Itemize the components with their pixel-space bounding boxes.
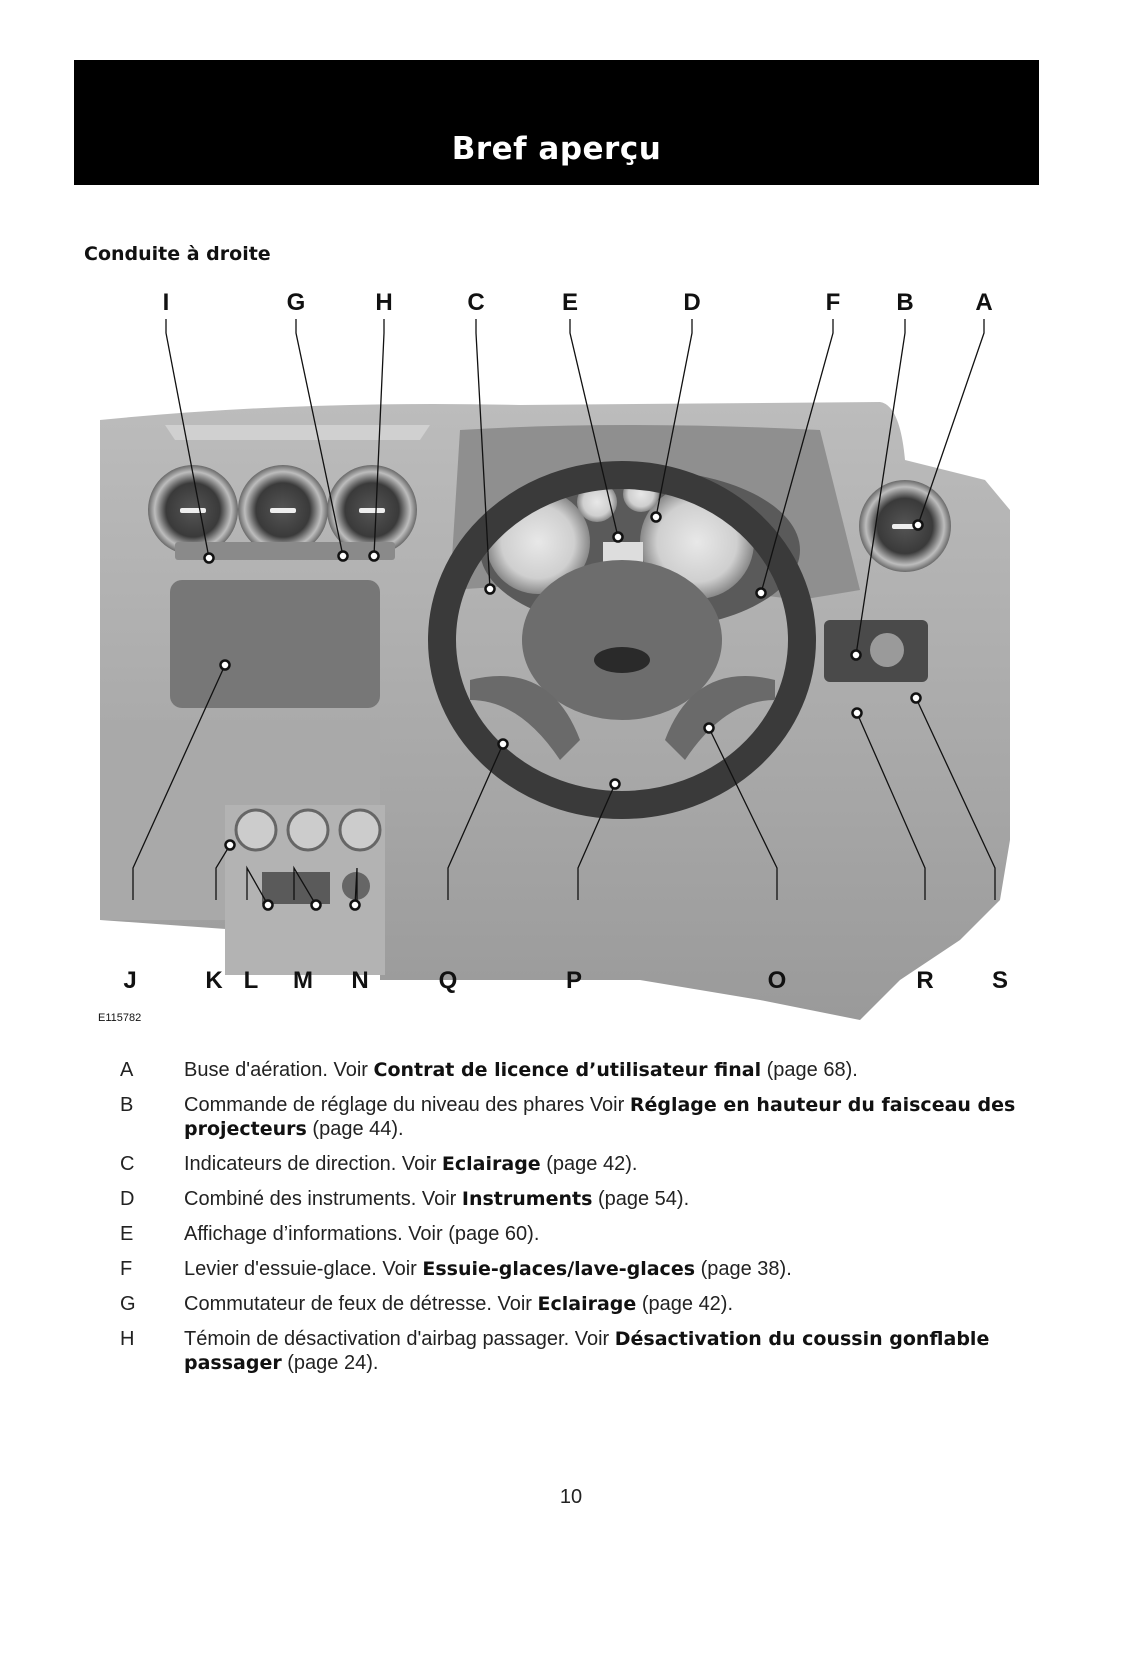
callout-letter-q: Q (439, 967, 458, 994)
legend-description: Combiné des instruments. Voir (184, 1188, 462, 1210)
legend-page-ref: (page 42). (636, 1293, 734, 1315)
legend-key: D (120, 1188, 135, 1210)
callout-letter-e: E (562, 289, 578, 316)
callout-letter-s: S (992, 967, 1008, 994)
glove-box (170, 580, 380, 708)
callout-letter-g: G (287, 289, 306, 316)
callout-letter-i: I (163, 289, 170, 316)
legend-key: B (120, 1094, 134, 1116)
legend-description: Indicateurs de direction. Voir (184, 1153, 442, 1175)
legend-page-ref: (page 54). (592, 1188, 690, 1210)
steering-wheel (428, 461, 816, 819)
callout-lines-top (165, 319, 985, 656)
legend-page-ref: (page 42). (540, 1153, 638, 1175)
callout-letter-l: L (244, 967, 259, 994)
legend-reference-link[interactable]: Eclairage (537, 1293, 637, 1315)
legend-reference-link[interactable]: Essuie-glaces/lave-glaces (422, 1258, 696, 1280)
legend-description: Buse d'aération. Voir (184, 1059, 374, 1081)
dashboard-diagram: I G H C E D F B A J K L M N Q P O R S E1… (98, 289, 1010, 1024)
callout-letter-h: H (375, 289, 392, 316)
legend-item: C Indicateurs de direction. Voir Eclaira… (120, 1152, 1020, 1176)
legend-item: D Combiné des instruments. Voir Instrume… (120, 1187, 1020, 1211)
legend-item: B Commande de réglage du niveau des phar… (120, 1093, 1020, 1141)
legend-reference-link[interactable]: Contrat de licence d’utilisateur final (373, 1059, 762, 1081)
legend-page-ref: (page 38). (695, 1258, 792, 1280)
callout-dots (203, 511, 924, 911)
legend-reference-link[interactable]: Désactivation du coussin gonflable passa… (184, 1328, 990, 1374)
callout-lines-bottom (132, 664, 996, 906)
legend-page-ref: (page 44). (306, 1118, 404, 1140)
callout-letters-top: I G H C E D F B A (163, 289, 993, 316)
callout-letter-f: F (826, 289, 841, 316)
legend-key: E (120, 1223, 134, 1245)
legend-reference-link[interactable]: Instruments (461, 1188, 593, 1210)
legend-key: A (120, 1059, 134, 1081)
page-title: Bref aperçu (451, 131, 662, 167)
callout-letter-o: O (768, 967, 787, 994)
legend-reference-link[interactable]: Eclairage (441, 1153, 541, 1175)
page-number: 10 (559, 1486, 583, 1508)
legend-key: G (120, 1293, 136, 1315)
callout-letter-p: P (566, 967, 582, 994)
legend-description: Affichage d’informations. Voir (184, 1223, 449, 1245)
legend-description: Commande de réglage du niveau des phares… (184, 1094, 630, 1116)
legend-description: Témoin de désactivation d'airbag passage… (184, 1328, 615, 1350)
page-header: Bref aperçu (74, 60, 1039, 185)
legend-page-ref: (page 24). (281, 1352, 379, 1374)
legend-item: E Affichage d’informations. Voir (page 6… (120, 1222, 1020, 1246)
figure-id: E115782 (98, 1012, 141, 1024)
callout-letter-m: M (293, 967, 313, 994)
callout-letter-d: D (683, 289, 700, 316)
legend-item: G Commutateur de feux de détresse. Voir … (120, 1292, 1020, 1316)
callout-letter-j: J (123, 967, 136, 994)
legend-key: H (120, 1328, 135, 1350)
legend-item: F Levier d'essuie-glace. Voir Essuie-gla… (120, 1257, 1020, 1281)
callout-letter-k: K (205, 967, 223, 994)
section-title: Conduite à droite (84, 243, 271, 265)
callout-letter-b: B (896, 289, 913, 316)
callout-letters-bottom: J K L M N Q P O R S (123, 967, 1008, 994)
callout-letter-n: N (351, 967, 368, 994)
legend-item: A Buse d'aération. Voir Contrat de licen… (120, 1058, 1020, 1082)
callout-letter-a: A (975, 289, 992, 316)
legend-page-ref: (page 68). (761, 1059, 858, 1081)
legend-page-ref: (page 60). (448, 1223, 540, 1245)
legend-list: A Buse d'aération. Voir Contrat de licen… (120, 1058, 1020, 1386)
legend-reference-link[interactable]: Réglage en hauteur du faisceau des proje… (184, 1094, 1016, 1140)
left-air-vents (148, 465, 417, 555)
legend-key: C (120, 1153, 135, 1175)
legend-description: Levier d'essuie-glace. Voir (184, 1258, 423, 1280)
legend-key: F (120, 1258, 133, 1280)
callout-letter-c: C (467, 289, 484, 316)
legend-description: Commutateur de feux de détresse. Voir (184, 1293, 538, 1315)
center-console-controls (234, 808, 382, 904)
legend-item: H Témoin de désactivation d'airbag passa… (120, 1327, 1020, 1375)
right-air-vent (859, 480, 951, 572)
callout-letter-r: R (916, 967, 933, 994)
